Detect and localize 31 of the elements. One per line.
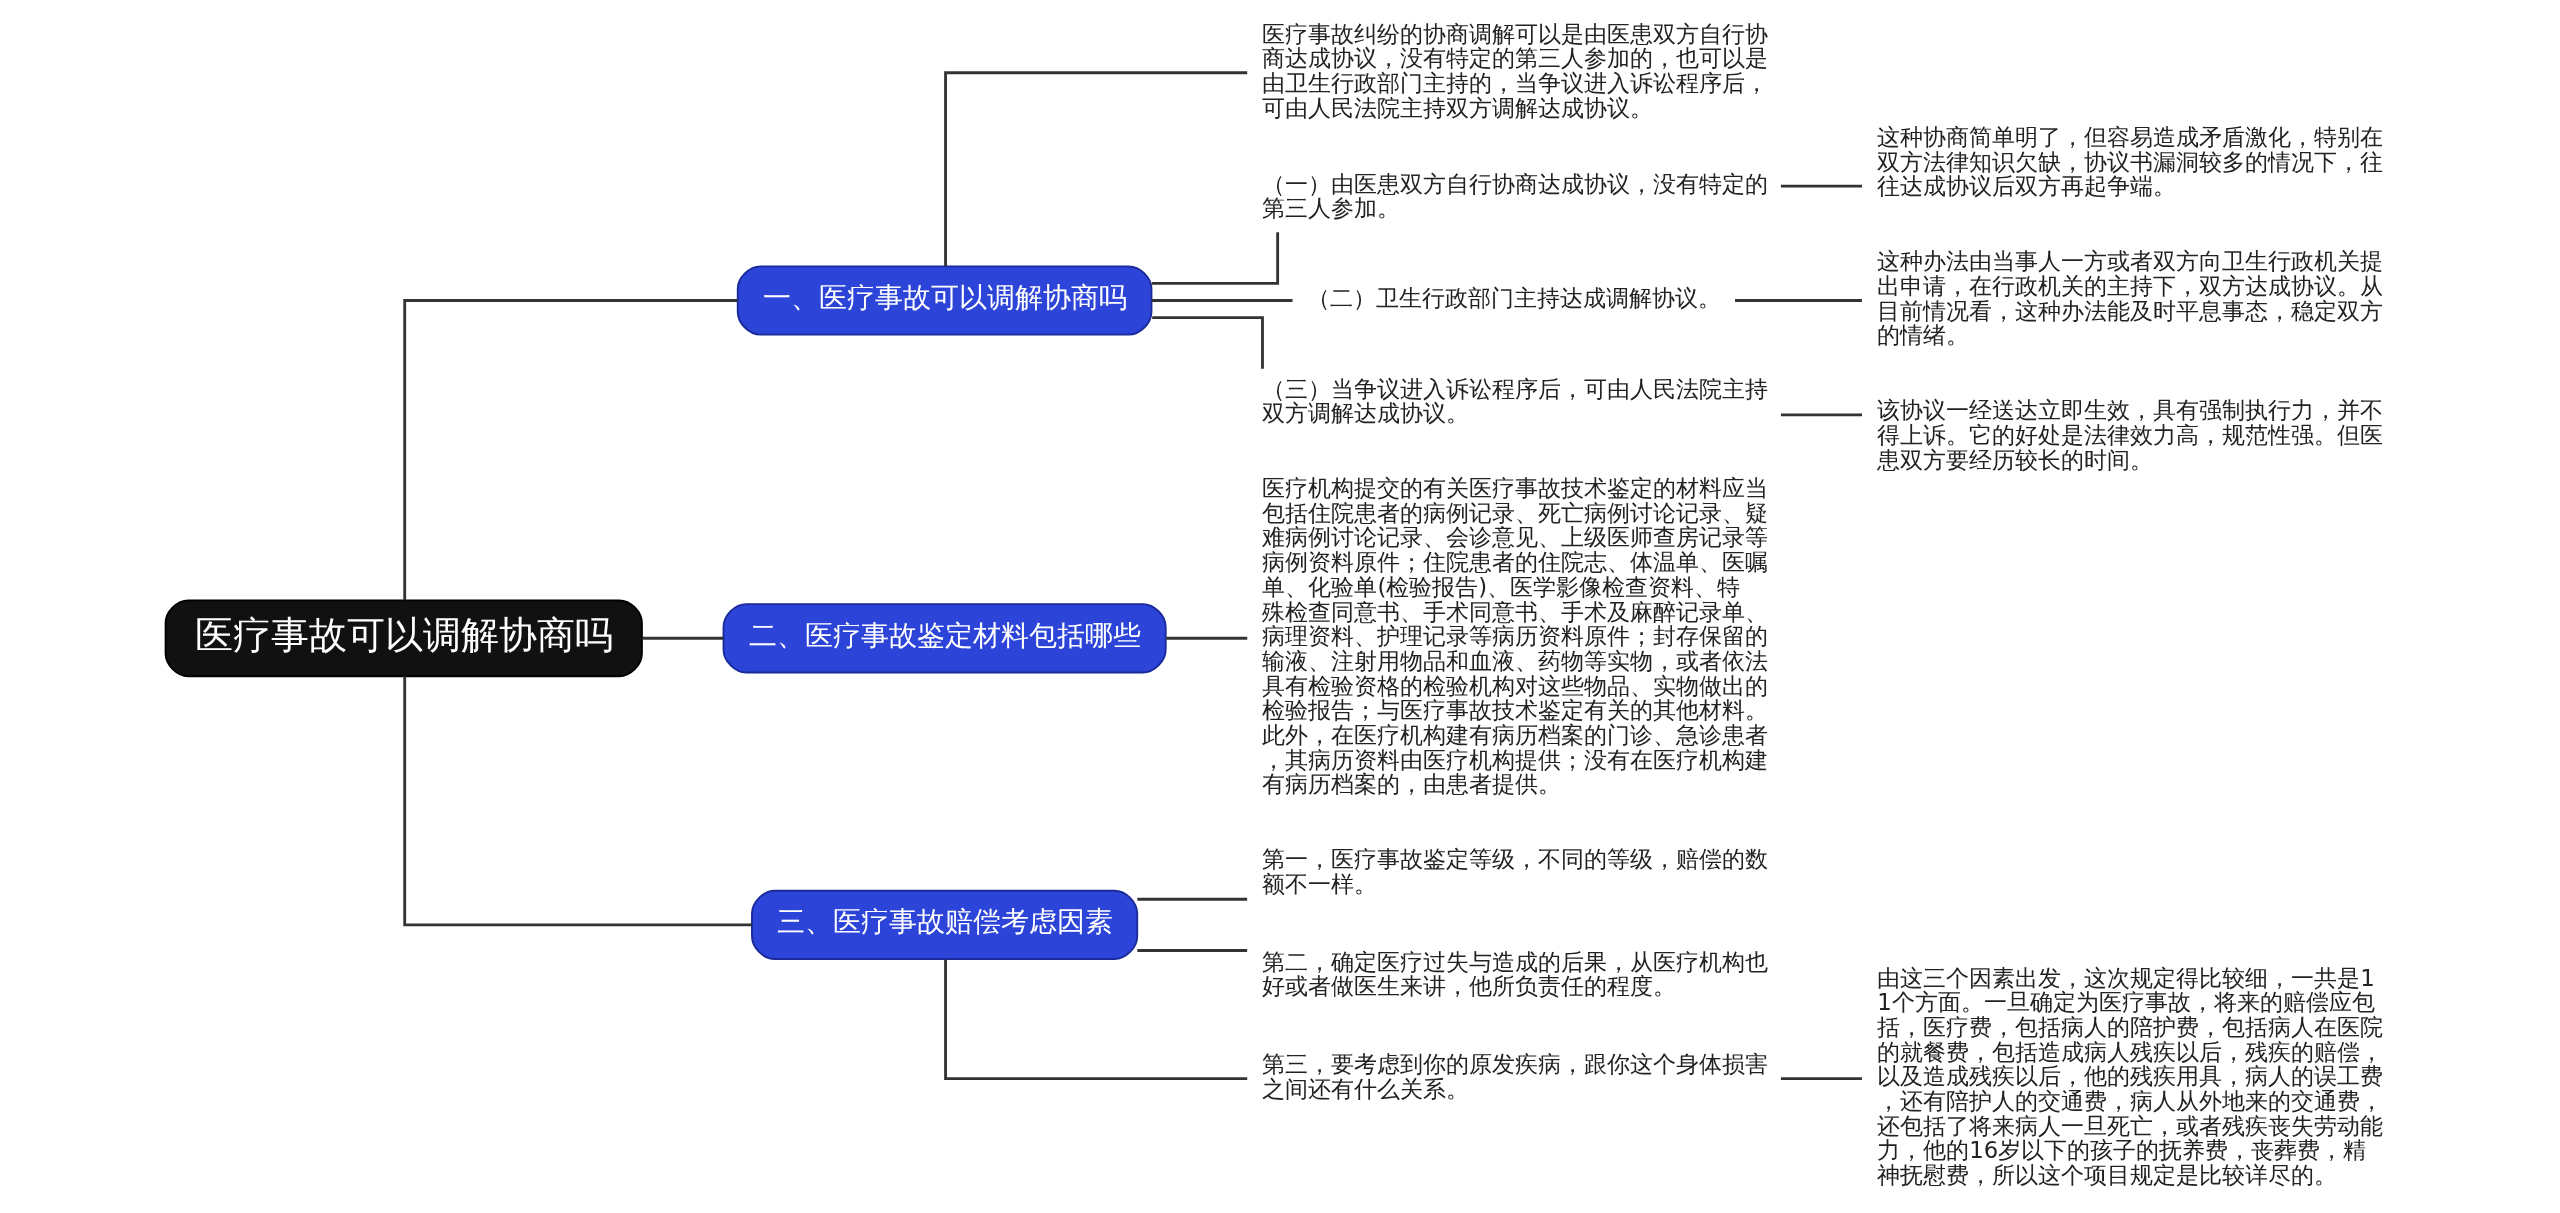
connector (1734, 299, 1862, 302)
connector (1151, 316, 1264, 369)
connector (1136, 897, 1247, 901)
node-text: 医疗机构提交的有关医疗事故技术鉴定的材料应当包括住院患者的病例记录、死亡病例讨论记录、疑难病例讨论记录、会诊意见、上级医师查房记录等病例资料原件；住院患者的住院志、体温单、医嘱单、化验单(检验报告)、医学影像检查资料、特殊检查同意书、手术同意书、手术及麻醉记录单、病理资料、护理记录等病历资料原件；封存保留的输液、注射用物品和血液、药物等实物，或者依法具有检验资格的检验机构对这些物品、实物做出的检验报告；与医疗事故技术鉴定有关的其他材料。此外，在医疗机构建有病历档案的门诊、急诊患者，其病历资料由医疗机构提供；没有在医疗机构建有病历档案的，由患者提供。 (1261, 475, 1768, 798)
connector (402, 299, 737, 601)
connector (1780, 413, 1862, 417)
connector (1151, 232, 1279, 285)
node-text: 该协议一经送达立即生效，具有强制执行力，并不得上诉。它的好处是法律效力高，规范性强。但医患双方要经历较长的时间。 (1876, 397, 2383, 473)
connector (642, 636, 723, 640)
connector (1780, 184, 1862, 188)
node-box: 二、医疗事故鉴定材料包括哪些 (722, 603, 1167, 674)
node-text: （二）卫生行政部门主持达成调解协议。 (1306, 285, 1721, 312)
connector (1151, 299, 1293, 302)
node-text: 这种办法由当事人一方或者双方向卫生行政机关提出申请，在行政机关的主持下，双方达成协议。从目前情况看，这种办法能及时平息事态，稳定双方的情绪。 (1876, 248, 2383, 349)
connector (1780, 1077, 1862, 1080)
node-text: 医疗事故纠纷的协商调解可以是由医患双方自行协商达成协议，没有特定的第三人参加的，也可以是由卫生行政部门主持的，当争议进入诉讼程序后，可由人民法院主持双方调解达成协议。 (1261, 20, 1768, 121)
node-text: 由这三个因素出发，这次规定得比较细，一共是11个方面。一旦确定为医疗事故，将来的赔偿应包括，医疗费，包括病人的陪护费，包括病人在医院的就餐费，包括造成病人残疾以后，残疾的赔偿，以及造成残疾以后，他的残疾用具，病人的误工费，还有陪护人的交通费，病人从外地来的交通费，还包括了将来病人一旦死亡，或者残疾丧失劳动能力，他的16岁以下的孩子的抚养费，丧葬费，精神抚慰费，所以这个项目规定是比较详尽的。 (1876, 964, 2383, 1189)
node-text: 第二，确定医疗过失与造成的后果，从医疗机构也好或者做医生来讲，他所负责任的程度。 (1261, 948, 1768, 1000)
connector (943, 959, 1247, 1080)
node-text: 第三，要考虑到你的原发疾病，跟你这个身体损害之间还有什么关系。 (1261, 1051, 1768, 1102)
connector (402, 676, 752, 927)
connector (1165, 636, 1247, 640)
node-box: 一、医疗事故可以调解协商吗 (736, 265, 1152, 336)
node-box: 三、医疗事故赔偿考虑因素 (750, 889, 1138, 960)
node-text: 这种协商简单明了，但容易造成矛盾激化，特别在双方法律知识欠缺，协议书漏洞较多的情况下，往往达成协议后双方再起争端。 (1876, 124, 2383, 200)
node-text: 第一，医疗事故鉴定等级，不同的等级，赔偿的数额不一样。 (1261, 846, 1768, 897)
node-text: （一）由医患双方自行协商达成协议，没有特定的第三人参加。 (1261, 170, 1768, 222)
connector (943, 71, 1247, 266)
node-box: 医疗事故可以调解协商吗 (164, 599, 643, 678)
node-text: （三）当争议进入诉讼程序后，可由人民法院主持双方调解达成协议。 (1261, 375, 1768, 427)
connector (1136, 949, 1247, 952)
